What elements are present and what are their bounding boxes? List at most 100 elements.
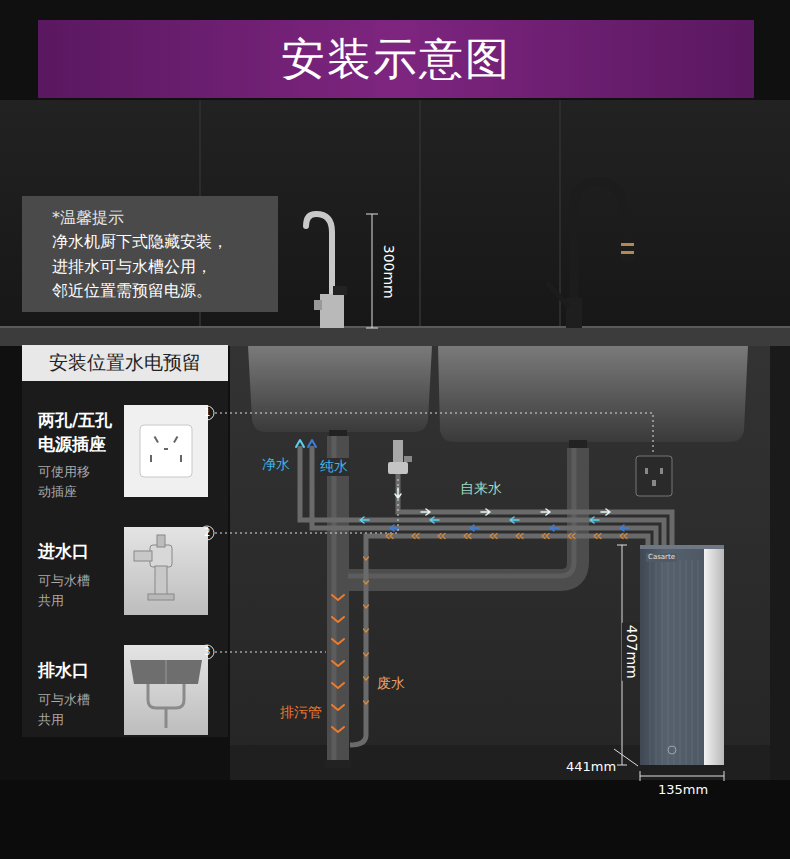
socket-picture [180, 455, 182, 462]
leader-line [215, 478, 398, 533]
water-pipe [350, 536, 648, 745]
water-pipe [300, 446, 664, 545]
countertop [0, 326, 790, 346]
pull-down-faucet [548, 284, 568, 306]
valve-picture [155, 566, 167, 596]
sink-picture [124, 645, 208, 735]
small-faucet [306, 214, 347, 328]
flow-arrow [360, 517, 369, 523]
cabinet [0, 780, 790, 859]
wall-socket [645, 468, 648, 474]
dimension-line [724, 771, 725, 781]
flow-arrow [308, 440, 316, 447]
flow-arrow [332, 705, 344, 710]
flow-arrow [490, 534, 497, 539]
sink-picture [148, 684, 184, 708]
callout-number: 2 [204, 527, 210, 540]
flow-arrow [470, 525, 479, 531]
wall-socket [636, 456, 672, 496]
flow-label: 纯水 [318, 458, 350, 476]
wall-socket [660, 468, 663, 474]
callout-number: 1 [204, 407, 210, 420]
dimension-line [372, 214, 373, 328]
side-panel [22, 345, 228, 737]
flow-arrow [296, 440, 304, 447]
flow-arrow [364, 557, 369, 560]
flow-arrow [364, 653, 369, 656]
drain-pipe [325, 436, 578, 768]
brand-text: Casarte [646, 553, 677, 562]
item-title: 排水口 [38, 660, 89, 681]
purifier [704, 545, 724, 765]
background [419, 100, 421, 326]
purifier [650, 560, 651, 765]
dimension-text: 441mm [566, 759, 616, 775]
valve-picture [134, 551, 152, 561]
dimension-text: 407mm [622, 623, 640, 681]
flow-arrow [568, 534, 575, 539]
small-faucet [306, 214, 332, 296]
small-faucet [333, 286, 347, 295]
flow-arrow [541, 509, 550, 515]
sink-picture [124, 645, 208, 735]
pull-down-faucet [574, 182, 628, 300]
item-note: 可使用移 动插座 [38, 462, 118, 502]
background [559, 100, 561, 326]
dimension-line [617, 545, 627, 546]
wall-socket [652, 480, 656, 486]
socket-picture [173, 436, 178, 443]
dimension-line [614, 749, 638, 766]
purifier [662, 560, 663, 765]
purifier [680, 560, 681, 765]
sink [438, 346, 748, 442]
flow-arrow [438, 534, 445, 539]
background [0, 100, 790, 328]
flow-arrow [364, 629, 369, 632]
flow-arrow [390, 525, 399, 531]
dimension-line [366, 214, 378, 328]
socket-picture [124, 405, 208, 497]
water-pipe [312, 446, 656, 545]
drain-pipe [325, 760, 351, 768]
socket-picture [164, 448, 168, 450]
cabinet [230, 346, 770, 780]
flow-arrow [364, 701, 369, 704]
sink [248, 346, 748, 450]
sink-picture [166, 660, 167, 684]
purifier [686, 560, 687, 765]
node-text: *温馨提示 [52, 206, 270, 230]
socket-picture [154, 436, 159, 443]
socket-picture [140, 425, 192, 477]
pull-down-faucet [621, 234, 634, 262]
flow-arrow [386, 534, 393, 539]
dimension-line [614, 545, 724, 781]
wall-socket [636, 456, 672, 496]
dimension-line [640, 771, 641, 781]
item-note: 可与水槽 共用 [38, 690, 108, 730]
flow-label: 废水 [377, 675, 405, 693]
valve-picture [124, 527, 208, 615]
socket-picture [150, 455, 152, 462]
flow-arrow [364, 677, 369, 680]
small-faucet [314, 300, 322, 310]
purifier [640, 545, 724, 765]
sink-picture [130, 660, 202, 684]
countertop [0, 326, 790, 328]
leader-line [215, 652, 326, 653]
purifier [698, 560, 699, 765]
flow-arrow [332, 727, 344, 732]
flow-arrow [395, 488, 401, 498]
socket-picture [124, 405, 208, 497]
cabinet [770, 346, 790, 780]
dimension-text: 300mm [379, 245, 397, 299]
title-band [38, 20, 754, 98]
angle-valve [388, 462, 408, 474]
leader-line [215, 413, 653, 652]
small-faucet [320, 294, 344, 328]
callout-number: 3 [204, 646, 210, 659]
valve-picture [150, 545, 172, 567]
angle-valve [388, 440, 412, 474]
